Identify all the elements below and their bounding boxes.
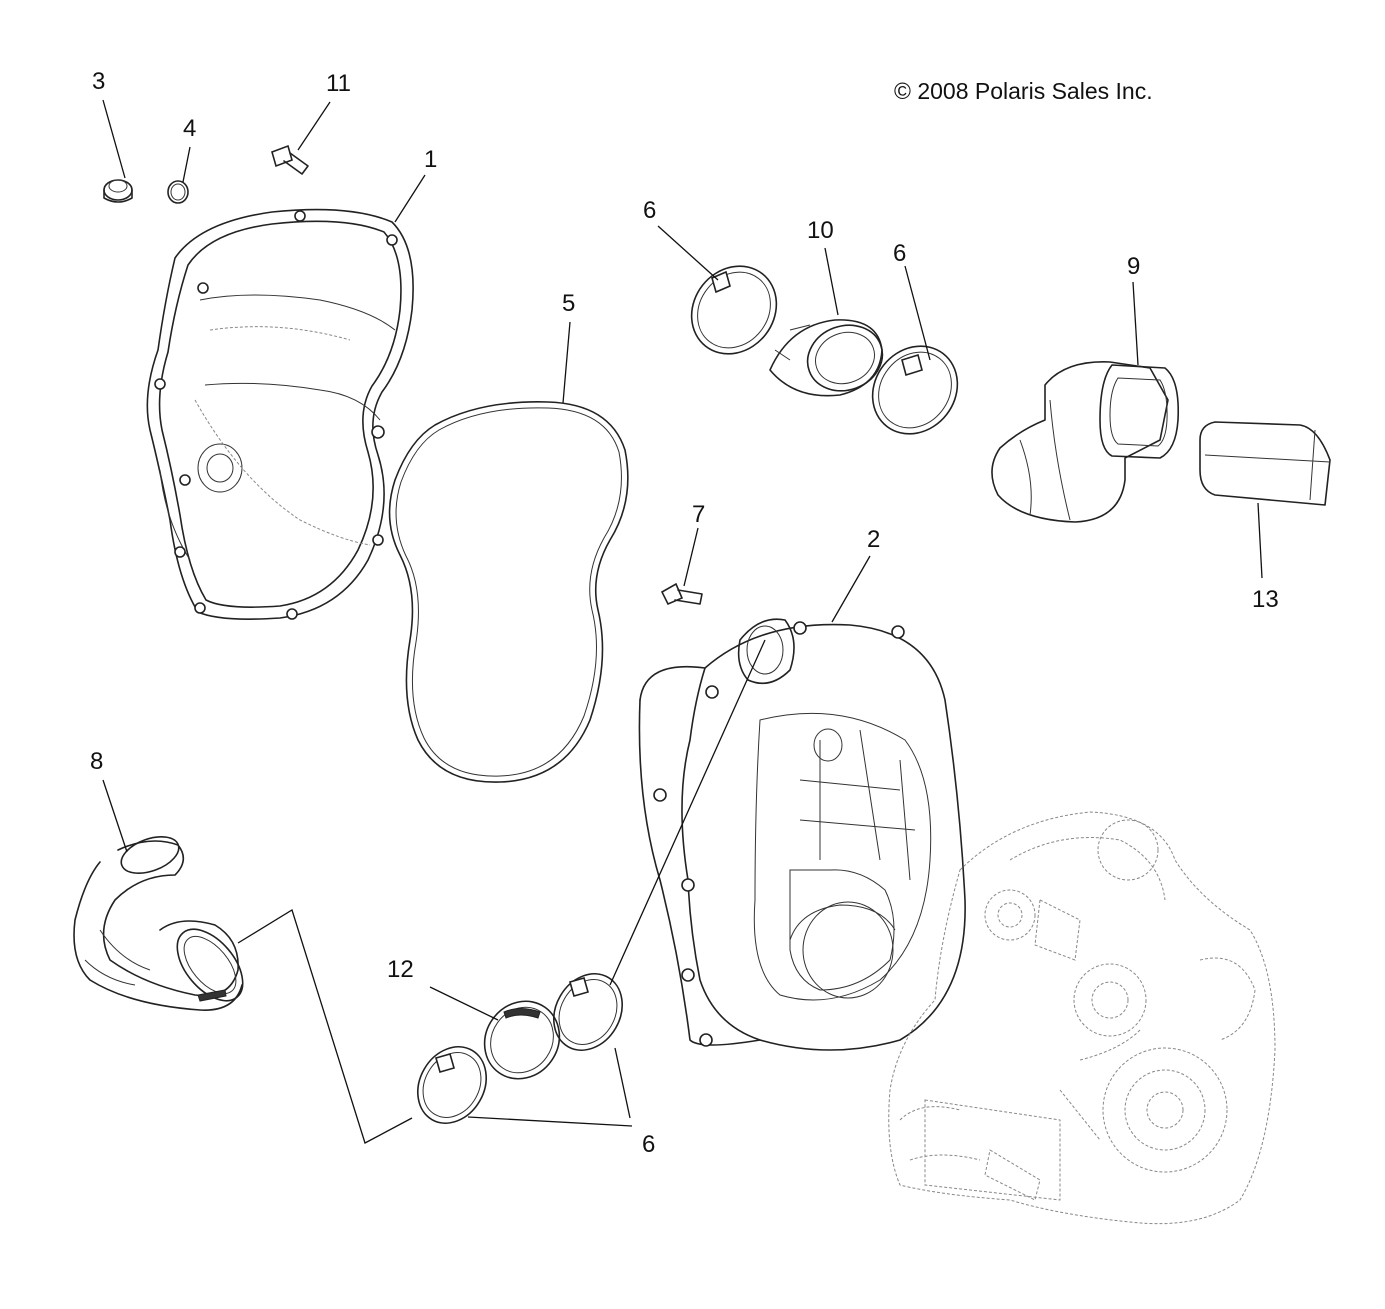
callout-4: 4	[183, 115, 197, 142]
part-6-clamp-lower-right	[553, 973, 623, 1051]
callout-8: 8	[90, 748, 104, 775]
copyright-notice: © 2008 Polaris Sales Inc.	[894, 78, 1153, 104]
part-6-clamp-lower-left	[417, 1046, 487, 1124]
part-13-boot	[1199, 421, 1331, 506]
callout-2: 2	[867, 526, 881, 553]
leader-lines	[102, 99, 1263, 1144]
engine-assembly	[888, 811, 1276, 1225]
part-11-bolt	[271, 144, 309, 175]
part-12-ring	[483, 1000, 561, 1080]
part-1-outer-cover	[146, 208, 414, 620]
callout-3: 3	[92, 68, 106, 95]
callout-6-upper-right: 6	[893, 240, 907, 267]
part-4-o-ring	[167, 180, 189, 204]
callout-6-upper-left: 6	[643, 197, 657, 224]
part-10-coupler	[769, 319, 884, 397]
part-2-inner-cover	[638, 618, 966, 1051]
callout-12: 12	[387, 956, 414, 983]
callout-11: 11	[326, 70, 351, 97]
callout-7: 7	[692, 501, 706, 528]
part-6-clamp-upper-right	[871, 345, 959, 435]
part-8-duct-hose	[73, 835, 244, 1011]
part-5-gasket	[388, 401, 629, 783]
callout-10: 10	[807, 217, 834, 244]
part-9-elbow-duct	[991, 361, 1180, 523]
callout-9: 9	[1127, 253, 1141, 280]
callout-6-lower: 6	[642, 1131, 656, 1158]
part-6-clamp-upper-left	[690, 265, 778, 355]
part-7-bolt	[660, 582, 703, 606]
callout-5: 5	[562, 290, 576, 317]
callout-1: 1	[424, 146, 438, 173]
callout-13: 13	[1252, 586, 1279, 613]
part-3-plug	[103, 179, 133, 203]
